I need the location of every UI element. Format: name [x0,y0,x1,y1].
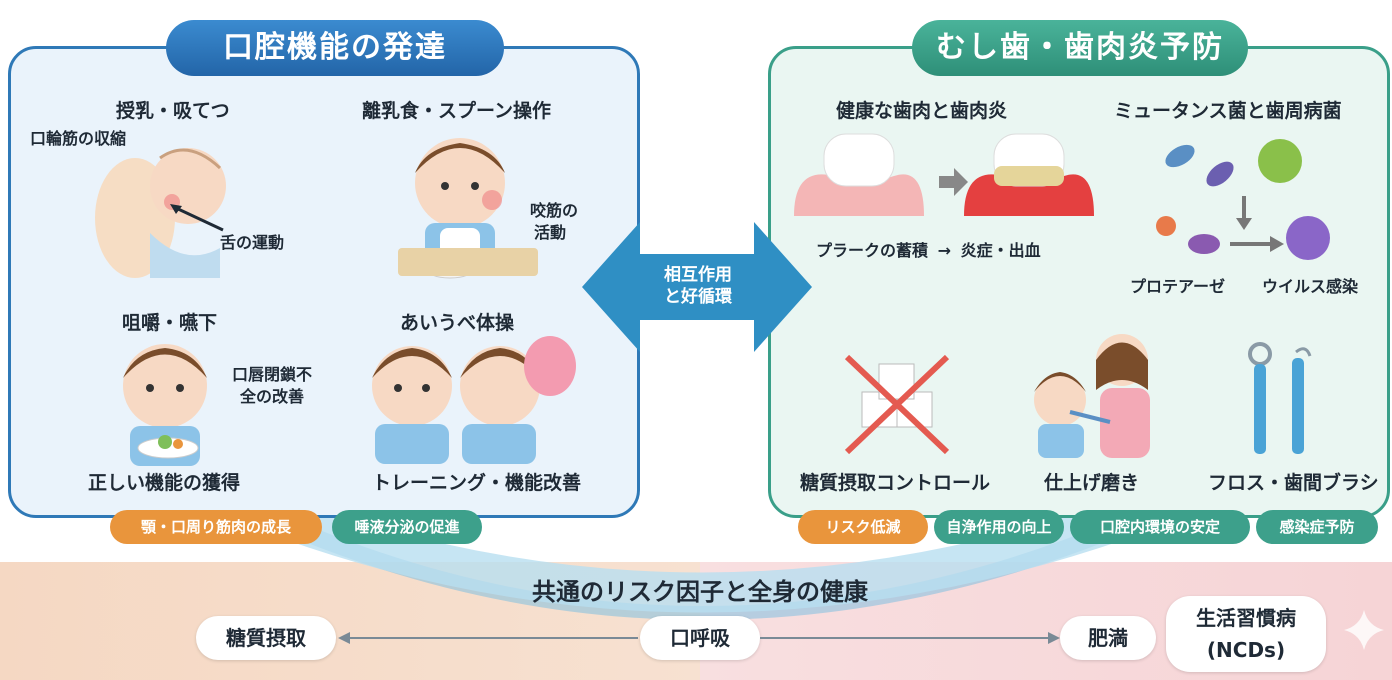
tongue-arrow [170,204,224,232]
right-arrow-line [760,632,1060,644]
mutual-interaction-line1: 相互作用 [664,265,732,285]
breastfeeding-heading: 授乳・吸てつ [116,100,230,122]
sugar-control-caption: 糖質摂取コントロール [800,472,991,494]
orbicularis-label: 口輪筋の収縮 [30,129,127,148]
mutual-interaction-label: 相互作用 と好循環 [660,264,736,308]
ncds-line2: (NCDs) [1206,638,1286,662]
saliva-pill: 唾液分泌の促進 [332,510,482,544]
tongue-movement-label: 舌の運動 [220,233,285,252]
muscle-growth-pill: 顎・口周り筋肉の成長 [110,510,322,544]
ncds-line1: 生活習慣病 [1196,606,1296,630]
dental-tools-illustration [1248,342,1312,454]
table-surface [398,248,538,276]
lip-closure-label-2: 全の改善 [240,387,305,406]
common-risk-title: 共通のリスク因子と全身の健康 [532,578,868,606]
aiube-exercise-illustration [372,336,576,464]
masseter-label-2: 活動 [534,223,567,242]
mutual-interaction-line2: と好循環 [664,287,732,307]
healthy-vs-gingivitis-illustration [794,133,1094,216]
sugar-cubes-crossed-illustration [844,354,950,455]
plaque-label: プラークの蓄積 [816,241,929,260]
chewing-heading: 咀嚼・嚥下 [122,312,218,334]
lip-closure-label-1: 口唇閉鎖不 [232,365,313,384]
virus-infection-label: ウイルス感染 [1262,277,1359,296]
plaque-arrow: → [937,241,951,260]
weaning-heading: 離乳食・スプーン操作 [362,100,552,122]
oral-function-title: 口腔機能の発達 [166,20,504,76]
sparkle-icon [1344,610,1384,650]
breastfeeding-illustration [95,148,226,278]
bacteria-heading: ミュータンス菌と歯周病菌 [1114,100,1342,122]
training-caption: トレーニング・機能改善 [372,472,582,494]
oral-environment-pill: 口腔内環境の安定 [1070,510,1250,544]
self-cleaning-pill: 自浄作用の向上 [934,510,1064,544]
obesity-pill: 肥満 [1060,616,1156,660]
aiube-heading: あいうべ体操 [400,312,515,334]
gum-heading: 健康な歯肉と歯肉炎 [836,100,1008,122]
bidirectional-arrow [582,222,812,352]
finishing-brushing-caption: 仕上げ磨き [1044,472,1140,494]
plaque-caption: プラークの蓄積 → 炎症・出血 [816,240,1041,262]
ncds-pill: 生活習慣病 (NCDs) [1166,596,1326,672]
protease-label: プロテアーゼ [1130,277,1226,296]
infection-prevention-pill: 感染症予防 [1256,510,1378,544]
floss-caption: フロス・歯間ブラシ [1208,472,1379,494]
inflammation-label: 炎症・出血 [960,241,1041,260]
correct-function-caption: 正しい機能の獲得 [88,472,241,494]
sugar-intake-pill: 糖質摂取 [196,616,336,660]
left-arrow-line [338,632,638,644]
caries-prevention-title: むし歯・歯肉炎予防 [912,20,1248,76]
finishing-brushing-illustration [1034,334,1150,458]
risk-reduction-pill: リスク低減 [798,510,928,544]
masseter-label-1: 咬筋の [530,201,579,220]
mouth-breathing-pill: 口呼吸 [640,616,760,660]
chewing-child-illustration [123,344,207,466]
bacteria-illustration [1156,139,1330,260]
